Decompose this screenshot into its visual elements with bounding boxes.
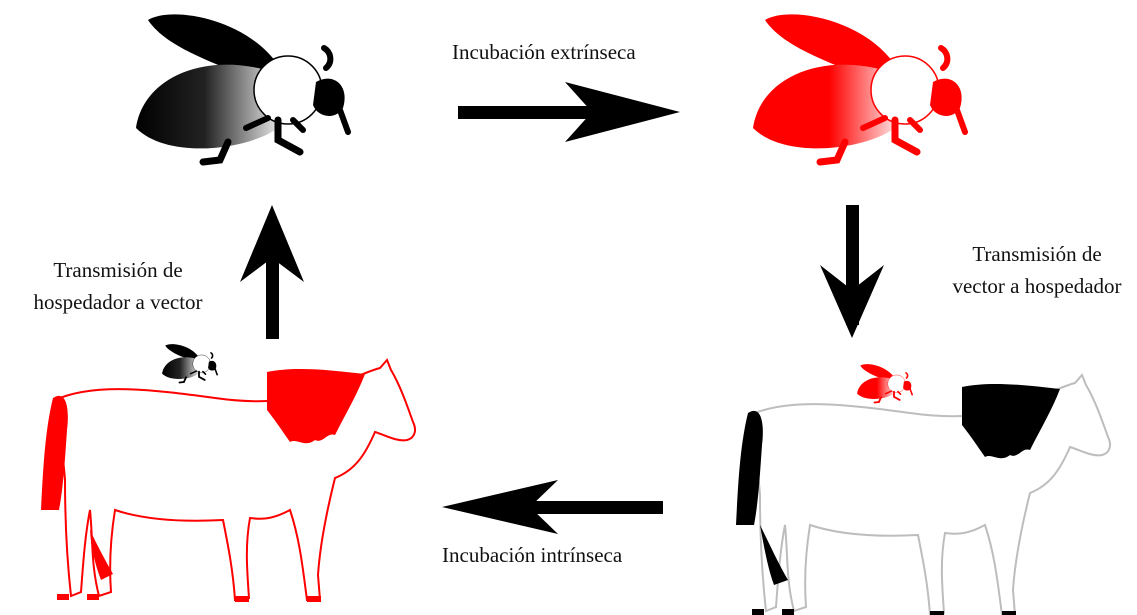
fly-uninfected-icon [136, 14, 348, 162]
vector-to-host-line2: vector a hospedador [926, 270, 1137, 302]
fly-infected-icon [753, 14, 965, 162]
host-to-vector-line2: hospedador a vector [14, 286, 222, 318]
arrow-up-icon [240, 205, 304, 339]
small-fly-infected-icon [857, 364, 912, 402]
arrow-down-icon [820, 205, 884, 338]
host-to-vector-label: Transmisión de hospedador a vector [14, 254, 222, 318]
vector-to-host-label: Transmisión de vector a hospedador [926, 238, 1137, 302]
extrinsic-incubation-label: Incubación extrínseca [452, 36, 636, 68]
arrow-left-icon [442, 480, 663, 534]
vector-to-host-line1: Transmisión de [926, 238, 1137, 270]
small-fly-uninfected-icon [162, 344, 217, 382]
arrow-right-icon [458, 82, 680, 142]
intrinsic-incubation-text: Incubación intrínseca [442, 539, 622, 571]
horse-exposed-icon [736, 375, 1110, 615]
intrinsic-incubation-label: Incubación intrínseca [442, 539, 622, 571]
horse-infected-icon [41, 360, 415, 602]
host-to-vector-line1: Transmisión de [14, 254, 222, 286]
extrinsic-incubation-text: Incubación extrínseca [452, 36, 636, 68]
